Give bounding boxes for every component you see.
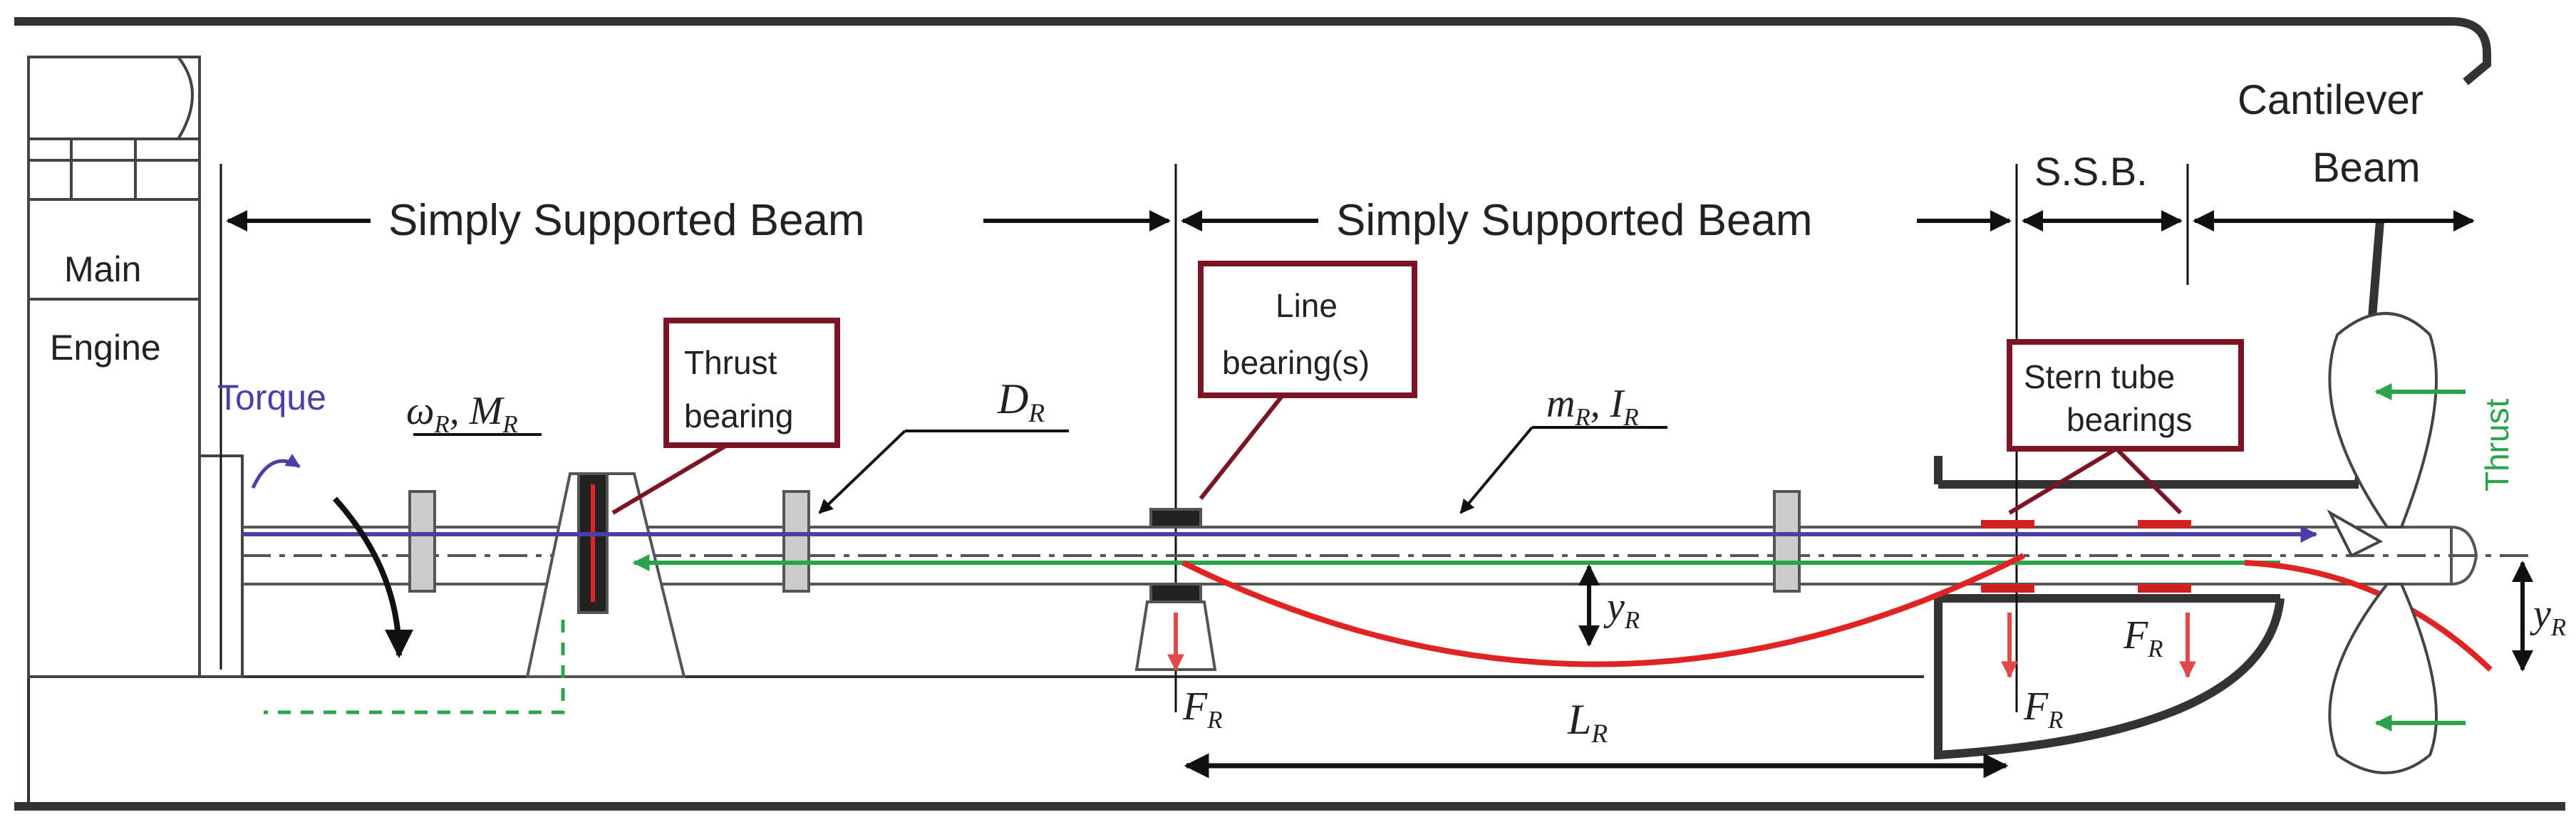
line-bearing-callout: [1198, 261, 1417, 500]
mass-inertia-label: mR, IR: [1546, 382, 1639, 431]
span-label-cantilever-beam: Beam: [2312, 145, 2421, 191]
line-bearing-label-line2: bearing(s): [1222, 344, 1370, 381]
thrust-bearing: [525, 472, 686, 678]
thrust-bearing-callout: [611, 318, 840, 515]
span-label-simply-supported-1: Simply Supported Beam: [388, 196, 865, 245]
propeller: [2327, 312, 2438, 774]
stern-tube-callout: [2007, 339, 2244, 515]
span-label-simply-supported-2: Simply Supported Beam: [1336, 196, 1813, 245]
omega-subscript: R: [434, 410, 450, 438]
shaft-couplings: [408, 490, 1801, 593]
torque-rotation-icon: [251, 453, 301, 489]
force-label-line-bearing: FR: [1182, 685, 1222, 734]
line-bearing-label-line1: Line: [1276, 287, 1338, 324]
thrust-path-dashed: [264, 620, 565, 714]
engine-label-main: Main: [64, 249, 141, 289]
reaction-forces: [1167, 613, 2196, 679]
moment-symbol: M: [469, 389, 505, 433]
cantilever-deflection-curve: [2244, 560, 2493, 672]
stern-tube-label-line2: bearings: [2067, 401, 2192, 438]
span-label-cantilever: Cantilever: [2238, 77, 2424, 123]
stern-tube-bearings: [1981, 520, 2191, 593]
torque-label: Torque: [217, 378, 326, 417]
omega-label: ωR, MR: [406, 389, 518, 438]
deflection-label-midspan: yR: [1603, 585, 1640, 634]
span-label-ssb: S.S.B.: [2034, 149, 2148, 194]
force-label-stern-aft: FR: [2123, 613, 2163, 662]
thrust-label: Thrust: [2478, 398, 2515, 491]
propeller-thrust-arrows: [2374, 383, 2466, 732]
length-label: LR: [1567, 696, 1608, 749]
thrust-bearing-label-line1: Thrust: [684, 344, 777, 381]
stern-tube-label-line1: Stern tube: [2024, 358, 2175, 395]
force-label-stern-fwd: FR: [2023, 685, 2063, 734]
moment-subscript: R: [502, 410, 517, 438]
thrust-bearing-label-line2: bearing: [684, 397, 793, 435]
deflection-curve: [1181, 553, 2025, 667]
main-engine: [27, 56, 244, 678]
omega-symbol: ω: [406, 389, 435, 433]
deflection-label-propeller: yR: [2530, 592, 2566, 641]
diameter-label: DR: [997, 375, 1045, 428]
symbol-leaders: [333, 426, 1667, 658]
hull: [14, 17, 2565, 811]
engine-label-engine: Engine: [50, 328, 161, 368]
